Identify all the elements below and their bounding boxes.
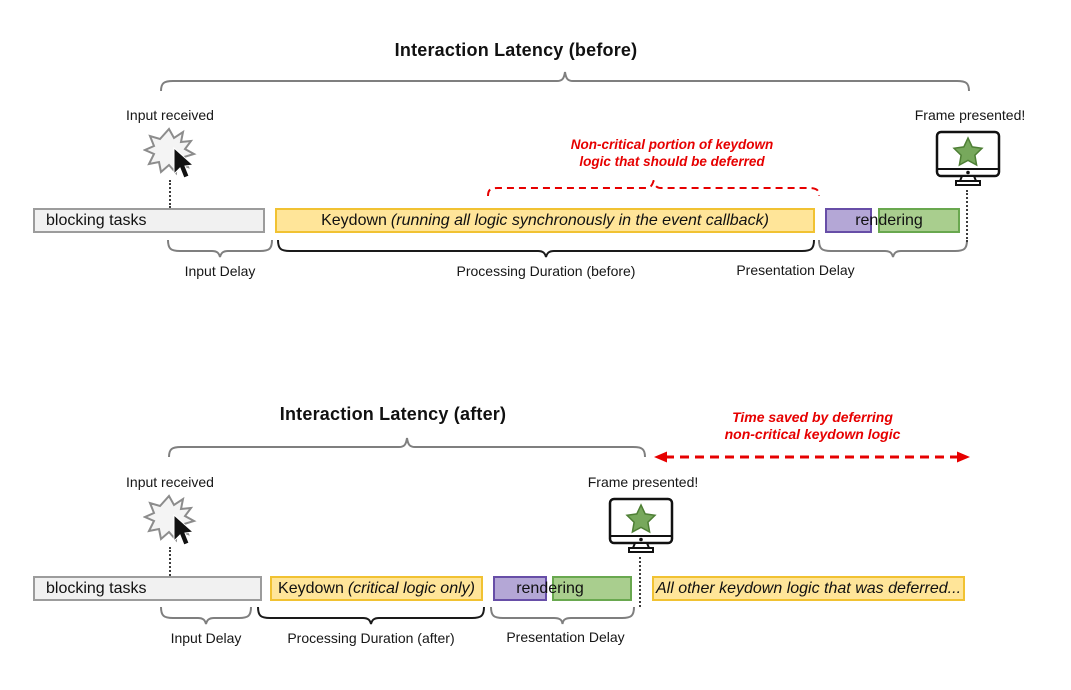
before-annotation-brace	[487, 180, 820, 197]
before-frame-connector-line	[966, 190, 968, 242]
monitor-star-icon	[935, 130, 1001, 186]
after-blocking-tasks-text: blocking tasks	[46, 579, 147, 597]
before-keydown-bar: Keydown (running all logic synchronously…	[275, 208, 815, 233]
time-saved-line1: Time saved by deferring	[732, 409, 893, 425]
before-processing-brace	[277, 239, 815, 258]
after-keydown-bar: Keydown (critical logic only)	[270, 576, 483, 601]
before-annotation-line1: Non-critical portion of keydown	[570, 137, 774, 152]
after-frame-connector-line	[639, 557, 641, 607]
after-pre-paint-bar	[493, 576, 547, 601]
after-title: Interaction Latency (after)	[279, 404, 507, 424]
before-input-connector-line	[169, 180, 171, 208]
after-keydown-detail-text: (critical logic only)	[347, 579, 475, 597]
after-rendering-text: rendering	[516, 579, 584, 597]
after-input-connector-line	[169, 547, 171, 576]
after-blocking-tasks-bar: blocking tasks	[33, 576, 262, 601]
monitor-star-icon	[608, 497, 674, 553]
after-deferred-bar: All other keydown logic that was deferre…	[652, 576, 965, 601]
before-rendering-bar	[878, 208, 960, 233]
after-deferred-text: All other keydown logic that was deferre…	[655, 579, 962, 597]
before-keydown-text: Keydown	[321, 211, 387, 229]
before-presentation-brace	[818, 239, 968, 258]
before-input-received-label: Input received	[126, 107, 214, 123]
before-rendering-text: rendering	[855, 211, 923, 229]
after-overview-brace	[168, 437, 646, 458]
input-burst-cursor-icon	[143, 127, 197, 179]
before-frame-presented-label: Frame presented!	[914, 107, 1026, 123]
after-input-delay-label: Input Delay	[170, 630, 242, 646]
before-annotation-line2: logic that should be deferred	[579, 154, 765, 169]
after-processing-brace	[257, 606, 485, 625]
before-presentation-label: Presentation Delay	[736, 262, 855, 278]
before-input-delay-label: Input Delay	[184, 263, 256, 279]
before-blocking-tasks-bar: blocking tasks	[33, 208, 265, 233]
time-saved-note: Time saved by deferring non-critical key…	[690, 409, 935, 443]
after-input-delay-brace	[160, 606, 252, 625]
after-rendering-bar	[552, 576, 632, 601]
before-blocking-tasks-text: blocking tasks	[46, 211, 147, 229]
after-keydown-text: Keydown	[278, 579, 344, 597]
before-processing-label: Processing Duration (before)	[456, 263, 636, 279]
before-keydown-detail-text: (running all logic synchronously in the …	[390, 211, 769, 229]
before-annotation: Non-critical portion of keydown logic th…	[492, 136, 852, 170]
after-input-received-label: Input received	[126, 474, 214, 490]
time-saved-arrow	[654, 451, 970, 463]
time-saved-line2: non-critical keydown logic	[724, 426, 901, 442]
after-processing-label: Processing Duration (after)	[287, 630, 455, 646]
after-frame-presented-label: Frame presented!	[587, 474, 699, 490]
after-presentation-label: Presentation Delay	[506, 629, 625, 645]
before-overview-brace	[160, 71, 970, 92]
before-input-delay-brace	[167, 239, 273, 258]
before-title: Interaction Latency (before)	[394, 40, 638, 60]
before-pre-paint-bar	[825, 208, 872, 233]
input-burst-cursor-icon	[143, 494, 197, 546]
after-presentation-brace	[490, 606, 635, 625]
